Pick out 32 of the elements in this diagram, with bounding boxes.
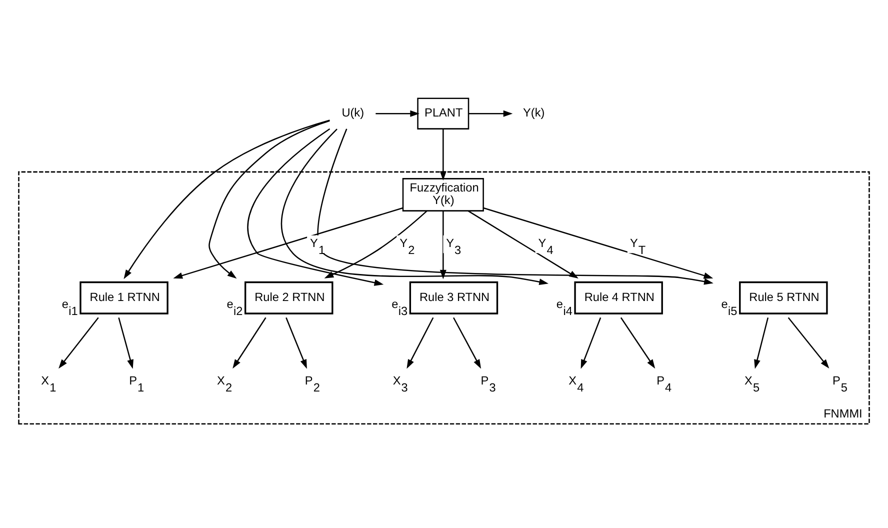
arrow — [124, 119, 330, 279]
node-box: Rule 3 RTNN — [409, 280, 498, 314]
arrow — [440, 128, 446, 180]
arrow — [317, 128, 714, 284]
node-box: Rule 2 RTNN — [244, 280, 334, 314]
node-box: Fuzzyfication Y(k) — [402, 178, 484, 211]
arrow — [232, 316, 266, 368]
arrow — [440, 210, 446, 279]
arrow — [58, 316, 99, 368]
arrow — [173, 206, 403, 278]
node-box: Rule 1 RTNN — [80, 280, 168, 314]
arrow — [247, 128, 384, 286]
node-box: Rule 5 RTNN — [739, 280, 828, 314]
node-text: Y(k) — [523, 105, 545, 120]
arrow — [580, 316, 602, 368]
arrow — [620, 316, 656, 368]
arrow — [483, 206, 714, 278]
node-box: Rule 4 RTNN — [574, 280, 663, 314]
arrow — [406, 316, 434, 368]
node-text: U(k) — [342, 105, 364, 120]
arrow — [468, 210, 578, 278]
arrow — [452, 316, 482, 368]
arrow — [376, 110, 420, 116]
arrow — [208, 120, 330, 278]
arrow — [754, 316, 769, 368]
arrow — [118, 316, 134, 368]
node-box: PLANT — [417, 97, 470, 129]
arrow — [286, 316, 307, 368]
arrow — [468, 110, 513, 116]
arrow — [281, 128, 548, 285]
arrow — [788, 316, 830, 368]
arrow — [324, 210, 428, 278]
